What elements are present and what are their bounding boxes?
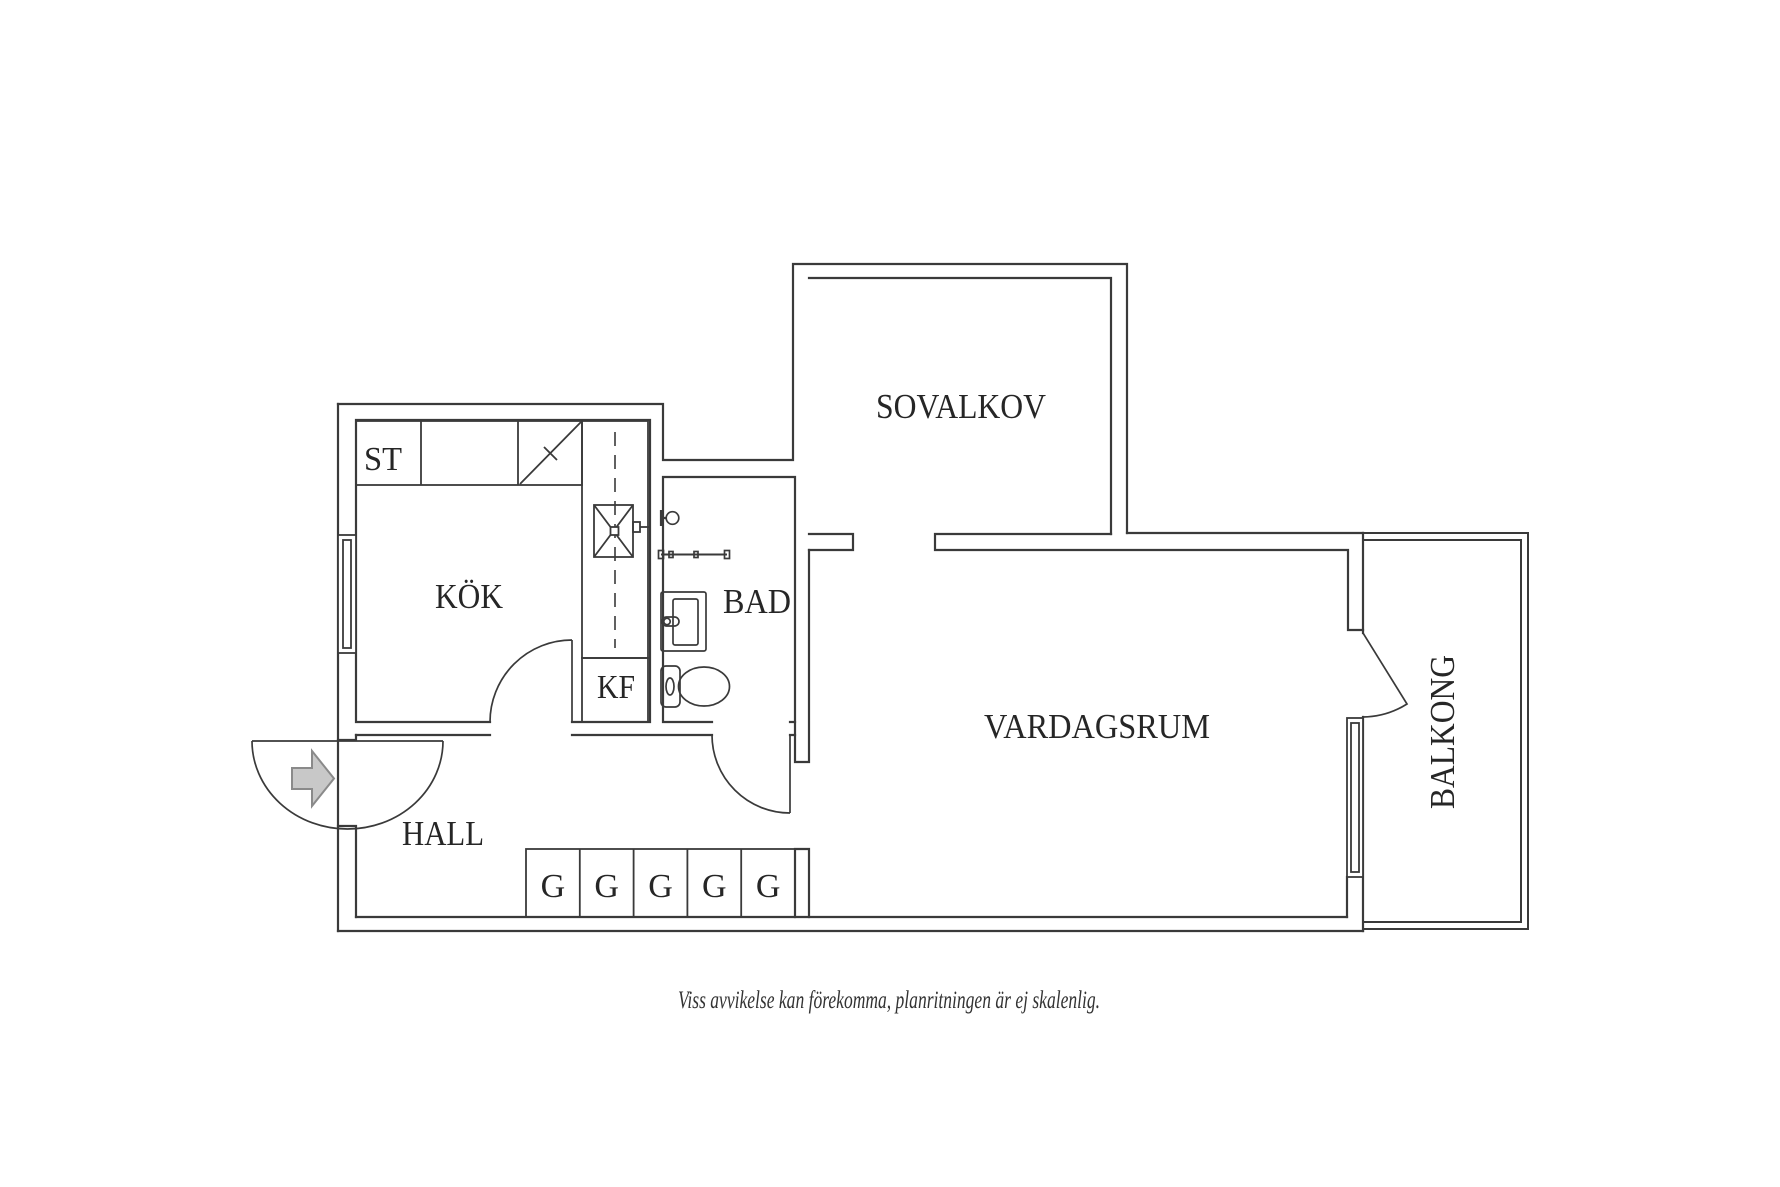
- room-label-balkong: BALKONG: [1423, 655, 1462, 809]
- shower-head-icon: [659, 510, 680, 526]
- sink-faucet: [632, 521, 641, 533]
- kf-cabinet: [581, 657, 649, 723]
- cabinet-dividers: [420, 421, 519, 485]
- balcony-outline: [1362, 532, 1529, 930]
- bathroom-fittings: [657, 510, 731, 708]
- kitchen-door: [489, 639, 573, 723]
- wardrobe-label: G: [541, 868, 566, 905]
- disclaimer-text: Viss avvikelse kan förekomma, planritnin…: [678, 987, 1100, 1014]
- room-label-vardagsrum: VARDAGSRUM: [984, 707, 1210, 746]
- towel-rail-icon: [657, 549, 731, 560]
- livingroom-north-wall-stub: [807, 532, 855, 552]
- outer-wall-top: [336, 262, 1129, 535]
- kitchen-sink-icon: [593, 504, 651, 558]
- sovalkov-inner-wall: [807, 276, 1113, 536]
- wardrobe-label: G: [756, 868, 781, 905]
- kitchen-counter: [581, 420, 651, 723]
- wardrobe-label: G: [594, 868, 619, 905]
- room-label-kok: KÖK: [435, 577, 503, 616]
- room-label-bad: BAD: [723, 582, 791, 621]
- balcony-inner-line: [1362, 539, 1522, 923]
- label-st-closet: ST: [364, 441, 402, 478]
- balcony-outer-line: [1362, 532, 1529, 930]
- wardrobe-label: G: [702, 868, 727, 905]
- room-label-sovalkov: SOVALKOV: [876, 387, 1046, 426]
- entry-arrow-icon: [291, 748, 336, 809]
- balcony-door: [1362, 632, 1409, 718]
- windows: [337, 534, 1364, 878]
- hall-livingroom-wall-upper: [793, 548, 811, 764]
- kitchen-window: [337, 534, 357, 654]
- toilet-icon: [660, 665, 731, 708]
- wardrobe-label: G: [648, 868, 673, 905]
- label-kf-cabinet: KF: [597, 669, 635, 706]
- entry-door-arc: [251, 740, 444, 830]
- room-label-hall: HALL: [402, 814, 484, 853]
- livingroom-window: [1346, 717, 1364, 878]
- left-inner-wall: [336, 733, 358, 919]
- livingroom-north-wall: [933, 532, 1365, 632]
- wardrobe-dividers: [578, 849, 743, 917]
- appliance-diagonal-icon: [519, 421, 582, 485]
- doors: [251, 632, 1409, 830]
- washbasin-icon: [660, 591, 707, 652]
- bathroom-door: [711, 734, 791, 814]
- hall-livingroom-wall-lower: [793, 847, 811, 919]
- wardrobe-row: [525, 848, 796, 918]
